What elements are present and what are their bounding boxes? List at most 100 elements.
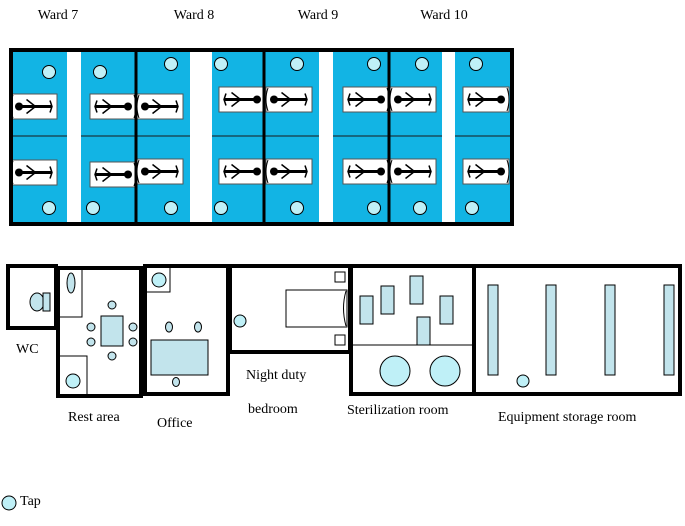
patient-arms xyxy=(231,163,242,180)
patient-arms xyxy=(152,98,163,115)
patient-head xyxy=(124,102,132,111)
ward-block-outer-wall xyxy=(9,48,514,226)
patient-bed-icon xyxy=(265,86,313,113)
patient-legs xyxy=(347,165,351,178)
storage-shelf-icon xyxy=(545,284,557,376)
wc-label: WC xyxy=(16,342,39,357)
bed-bay xyxy=(333,52,389,222)
patient-bed-icon xyxy=(342,158,390,185)
tap-circle-icon xyxy=(1,495,17,511)
patient-head xyxy=(497,167,505,176)
night-duty-bed-icon xyxy=(285,289,348,328)
tap-circle-icon xyxy=(214,201,228,215)
patient-head xyxy=(270,167,278,176)
patient-arms xyxy=(152,163,163,180)
office-room xyxy=(143,264,230,396)
patient-bed-icon xyxy=(462,86,510,113)
patient-legs xyxy=(223,93,227,106)
patient-bed-icon xyxy=(342,86,390,113)
bed-headboard-icon xyxy=(506,159,510,184)
patient-head xyxy=(497,95,505,104)
patient-bed-icon xyxy=(389,86,437,113)
ward-block xyxy=(9,48,514,226)
ward-9-label: Ward 9 xyxy=(298,8,338,23)
patient-bed-icon xyxy=(89,161,137,188)
toilet-icon xyxy=(29,292,45,312)
patient-bed-icon xyxy=(265,158,313,185)
wc-room xyxy=(6,264,58,330)
tap-circle-icon xyxy=(93,65,107,79)
storage-shelf-icon xyxy=(487,284,499,376)
toilet-tank-icon xyxy=(42,292,51,312)
tap-circle-icon xyxy=(415,57,429,71)
patient-bed-icon xyxy=(136,93,184,120)
office-label: Office xyxy=(157,416,193,431)
patient-bed-icon xyxy=(10,93,58,120)
bedside-table-icon xyxy=(334,334,346,346)
rest-area-room xyxy=(56,266,143,398)
patient-head xyxy=(141,167,149,176)
patient-bed-icon xyxy=(89,93,137,120)
patient-legs xyxy=(428,93,432,106)
tap-circle-icon xyxy=(151,272,167,288)
patient-head xyxy=(377,167,385,176)
night-duty-label-line1: Night duty xyxy=(246,368,306,383)
patient-arms xyxy=(102,166,113,183)
storage-shelf-icon xyxy=(663,284,675,376)
tap-circle-icon xyxy=(233,314,247,328)
patient-bed-icon xyxy=(10,159,58,186)
bed-bay xyxy=(455,52,510,222)
patient-arms xyxy=(475,163,486,180)
patient-arms xyxy=(26,164,37,181)
patient-legs xyxy=(467,165,471,178)
sterilizer-unit-icon xyxy=(409,275,424,305)
patient-legs xyxy=(94,168,98,181)
patient-head xyxy=(124,170,132,179)
patient-legs xyxy=(304,93,308,106)
sterilization-room xyxy=(349,264,476,396)
bed-bay xyxy=(136,52,190,222)
office-desk-icon xyxy=(150,339,209,376)
sterilizer-unit-icon xyxy=(380,285,395,315)
tap-circle-icon xyxy=(516,374,530,388)
tap-circle-icon xyxy=(367,57,381,71)
patient-head xyxy=(141,102,149,111)
patient-arms xyxy=(355,163,366,180)
patient-head xyxy=(253,95,261,104)
patient-arms xyxy=(281,163,292,180)
tap-circle-icon xyxy=(469,57,483,71)
chair-icon xyxy=(128,322,138,332)
chair-icon xyxy=(86,322,96,332)
tap-circle-icon xyxy=(86,201,100,215)
tap-circle-icon xyxy=(214,57,228,71)
bed-headboard-icon xyxy=(265,159,269,184)
tap-circle-icon xyxy=(164,57,178,71)
tap-circle-icon xyxy=(413,201,427,215)
ward-7-label: Ward 7 xyxy=(38,8,78,23)
tap-circle-icon xyxy=(42,201,56,215)
patient-arms xyxy=(405,163,416,180)
bed-headboard-icon xyxy=(265,87,269,112)
bed-bay xyxy=(264,52,319,222)
legend-tap-label: Tap xyxy=(20,494,41,509)
equipment-storage-label: Equipment storage room xyxy=(498,410,637,425)
legend: Tap xyxy=(1,494,41,511)
patient-head xyxy=(15,168,23,177)
chair-icon xyxy=(165,321,173,333)
tap-circle-icon xyxy=(42,65,56,79)
patient-bed-icon xyxy=(136,158,184,185)
patient-arms xyxy=(26,98,37,115)
office-inner-partition xyxy=(147,266,171,293)
patient-head xyxy=(394,95,402,104)
patient-legs xyxy=(175,100,179,113)
tap-circle-icon xyxy=(164,201,178,215)
patient-head xyxy=(15,102,23,111)
tap-circle-icon xyxy=(290,57,304,71)
patient-bed-icon xyxy=(218,86,266,113)
tap-circle-icon xyxy=(65,373,81,389)
patient-bed-icon xyxy=(218,158,266,185)
chair-icon xyxy=(107,300,117,310)
chair-icon xyxy=(107,351,117,361)
patient-legs xyxy=(175,165,179,178)
patient-bed-icon xyxy=(462,158,510,185)
